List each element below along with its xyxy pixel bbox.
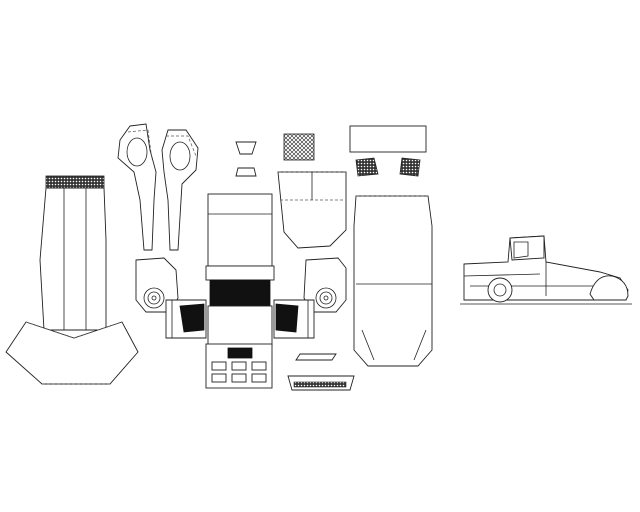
chassis-strip-part [39, 175, 107, 331]
truck-side-view [460, 235, 632, 305]
front-fender-right-part [273, 257, 347, 339]
rear-wheel-fairing [589, 275, 629, 301]
chassis-pattern-band [45, 175, 105, 189]
left-fender-arm-part [117, 123, 157, 251]
front-fender-left-part [135, 257, 207, 339]
small-tab-part [295, 353, 337, 361]
underbody-part [353, 195, 433, 367]
cab-body-part [277, 171, 347, 249]
front-body-part [205, 193, 275, 347]
grille-mesh-part [283, 133, 315, 161]
trapezoid-base-part [5, 321, 139, 385]
mirror-parts [235, 141, 257, 177]
right-fender-arm-part [161, 129, 199, 251]
side-window-parts [355, 157, 421, 177]
bumper-front-part [205, 343, 273, 389]
skirt-strip-part [287, 375, 355, 391]
roof-panel-part [349, 125, 427, 153]
front-wheel [487, 277, 513, 303]
bumper-vent-grid [211, 361, 267, 383]
